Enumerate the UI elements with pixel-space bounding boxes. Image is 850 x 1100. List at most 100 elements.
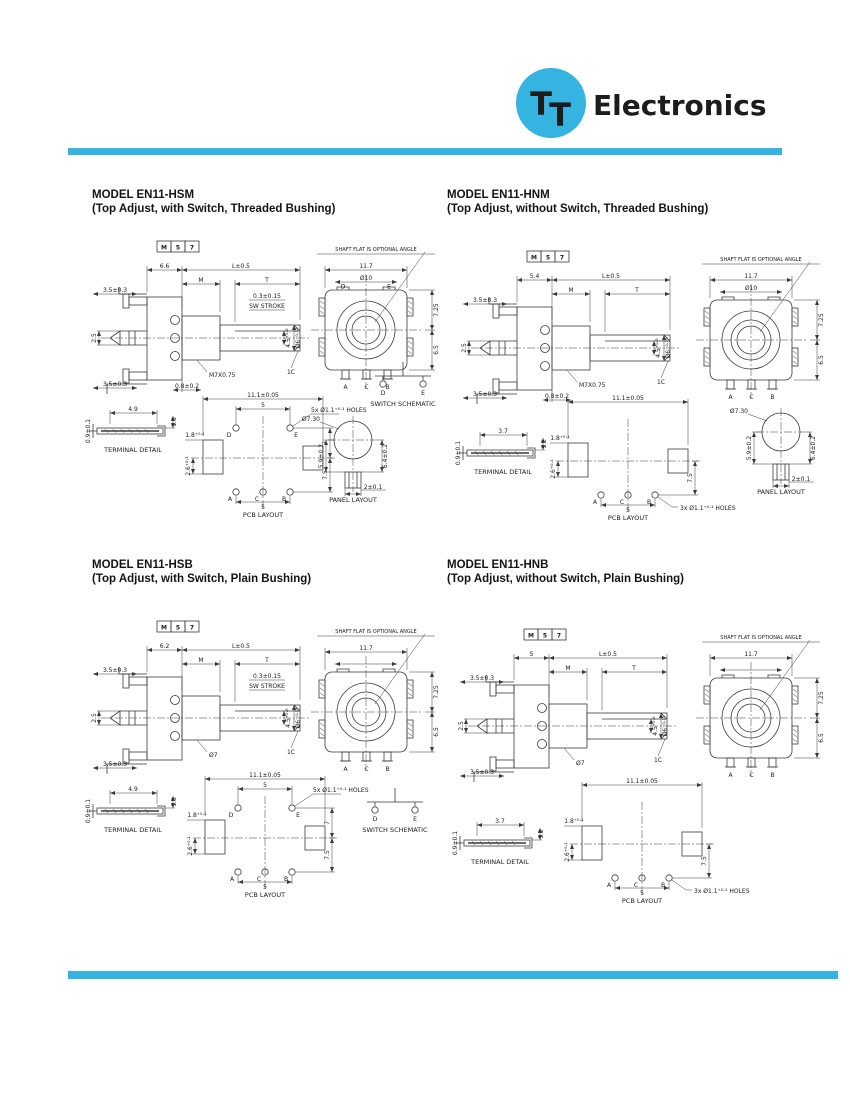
pin-label: B [284, 876, 288, 883]
note-label: SHAFT FLAT IS OPTIONAL ANGLE [720, 635, 801, 641]
pin-label: E [294, 432, 298, 439]
dim-label: SW STROKE [249, 303, 285, 310]
pcb-layout-label: PCB LAYOUT [245, 891, 285, 899]
dim-label: 2.6⁺⁰·¹ [185, 456, 192, 476]
bushing-dia-label: Ø7 [576, 760, 585, 767]
pin-label: C [749, 394, 753, 401]
datum-box [156, 620, 200, 633]
dim-label: 6.6 [160, 263, 170, 270]
dim-label: SW STROKE [249, 683, 285, 690]
dim-label: 7.25 [818, 691, 825, 705]
dim-label: D [341, 284, 346, 291]
dim-label: 1.8⁺⁰·¹ [564, 818, 584, 825]
datum-cell: 5 [546, 255, 550, 262]
model-title-hsb: MODEL EN11-HSB (Top Adjust, with Switch,… [92, 558, 311, 586]
datum-cell: 5 [543, 633, 547, 640]
dim-label: L±0.5 [232, 643, 250, 650]
dim-label: 5 [263, 782, 267, 789]
dim-label: 7.25 [433, 303, 440, 317]
note-label: SHAFT FLAT IS OPTIONAL ANGLE [335, 247, 416, 253]
pin-label: B [770, 394, 774, 401]
dim-label: 7 [324, 821, 331, 825]
dim-label: 5.9±0.2 [318, 444, 325, 468]
drawing-hnb: M 5 7 5 L±0.5 M T 3.5±0.3 2.5 4.5⁺⁰·⁵ Ø6… [452, 628, 825, 905]
dim-label: 11.1±0.05 [612, 395, 644, 402]
dim-label: 11.7 [359, 645, 373, 652]
pin-label: B [770, 772, 774, 779]
datum-cell: M [161, 625, 167, 632]
panel-layout-label: PANEL LAYOUT [757, 488, 805, 496]
dim-label: 11.1±0.05 [249, 772, 281, 779]
brand-logo: T T Electronics [516, 68, 767, 138]
dim-label: 1.8⁺⁰·¹ [187, 812, 207, 819]
dim-label: 11.1±0.05 [626, 778, 658, 785]
dim-label: 11.7 [744, 273, 758, 280]
terminal-detail-label: TERMINAL DETAIL [103, 446, 162, 454]
logo-letter-t1: T [530, 85, 552, 123]
dim-label: 6.4±0.2 [382, 444, 389, 468]
logo-letter-t2: T [549, 96, 571, 134]
dim-label: M [568, 287, 573, 294]
pin-label: B [647, 499, 651, 506]
datum-cell: 5 [176, 625, 180, 632]
dim-label: 2.5 [461, 343, 468, 353]
dim-label: M [565, 665, 570, 672]
pin-label: B [661, 882, 665, 889]
dim-label: 3.5±0.3 [103, 287, 127, 294]
top-divider-bar [68, 148, 782, 155]
dim-label: 3.5±0.3 [103, 381, 127, 388]
drawing-hsm: M 5 7 6.6 L±0.5 M T 3.5±0.3 0.3±0.15 SW … [85, 240, 440, 518]
model-title-hnb: MODEL EN11-HNB (Top Adjust, without Swit… [447, 558, 684, 586]
dim-label: 1.2 [538, 829, 545, 839]
dim-label: T [264, 657, 269, 664]
pin-label: C [364, 384, 368, 391]
pin-label: A [607, 882, 612, 889]
dim-label: 5 [530, 651, 534, 658]
dim-label: 7.5 [322, 470, 329, 480]
dim-label: 3.5±0.3 [470, 769, 494, 776]
dim-label: 3.5±0.3 [103, 667, 127, 674]
dim-label: L±0.5 [599, 651, 617, 658]
datum-cell: M [161, 245, 167, 252]
model-title-hnm: MODEL EN11-HNM (Top Adjust, without Swit… [447, 188, 708, 216]
bottom-divider-bar [68, 971, 838, 979]
pin-label: D [227, 432, 232, 439]
drawing-hnm: M 5 7 5.4 L±0.5 M T 3.5±0.3 2.5 4.5⁺⁰·⁵ … [455, 250, 825, 522]
dim-label: 1.8⁺⁰·¹ [185, 432, 205, 439]
dim-label: 7 [322, 441, 329, 445]
dim-label: Ø6⁻⁰·¹⁵ [662, 715, 669, 736]
dim-label: 4.5⁺⁰·⁵ [652, 716, 659, 736]
holes-note: 5x Ø1.1⁺⁰·¹ HOLES [311, 407, 367, 414]
dim-label: 6.5 [818, 355, 825, 365]
bushing-thread-label: M7X0.75 [579, 382, 606, 389]
dim-label: 6.2 [160, 643, 170, 650]
pin-label: B [385, 766, 389, 773]
dim-label: Ø6⁻⁰·¹⁵ [295, 327, 302, 348]
dim-label: 1.2 [541, 439, 548, 449]
dim-label: Ø10 [745, 285, 758, 292]
dim-label: T [634, 287, 639, 294]
holes-note: 5x Ø1.1⁺⁰·¹ HOLES [313, 787, 369, 794]
pin-label: C [364, 766, 368, 773]
model-name: MODEL EN11-HSB [92, 559, 193, 571]
dim-label: 1C [287, 369, 295, 376]
dim-label: Ø6⁻⁰·¹⁵ [295, 707, 302, 728]
dim-label: 3.5±0.3 [473, 391, 497, 398]
dim-label: Ø7.30 [730, 408, 748, 415]
dim-label: Ø7.30 [302, 416, 320, 423]
pin-label: D [229, 812, 234, 819]
pin-label: D [373, 816, 378, 823]
dim-label: 5 [263, 884, 267, 891]
datum-box [156, 240, 200, 253]
dim-label: 5.9±0.2 [746, 436, 753, 460]
terminal-detail-label: TERMINAL DETAIL [103, 826, 162, 834]
pin-label: D [381, 390, 386, 397]
pcb-layout-label: PCB LAYOUT [243, 511, 283, 518]
note-label: SHAFT FLAT IS OPTIONAL ANGLE [720, 257, 801, 263]
pin-label: A [343, 766, 348, 773]
dim-label: 1C [287, 749, 295, 756]
pin-label: C [749, 772, 753, 779]
datum-cell: M [531, 255, 537, 262]
dim-label: M [198, 657, 203, 664]
dim-label: 5 [640, 890, 644, 897]
